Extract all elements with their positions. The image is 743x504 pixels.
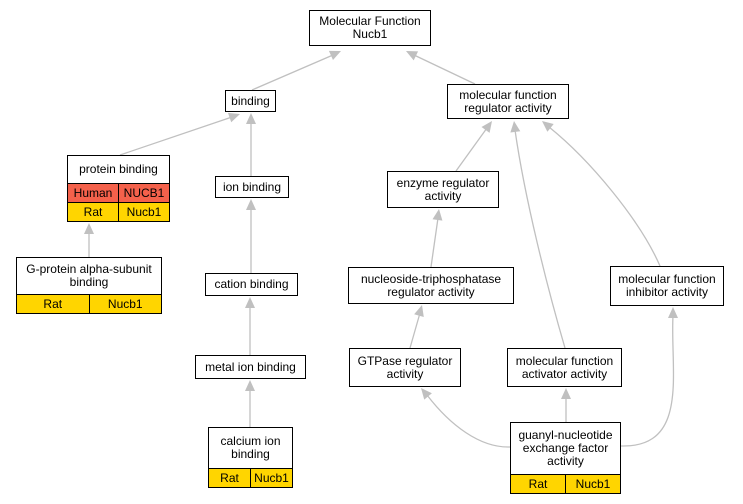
- gene-cell: Nucb1: [118, 203, 169, 221]
- arrowhead: [227, 112, 240, 123]
- gene-cell: Nucb1: [250, 469, 292, 487]
- gene-cell: Nucb1: [88, 295, 162, 313]
- species-cell: Rat: [528, 477, 548, 491]
- arrowhead: [414, 305, 424, 317]
- species-cell: Rat: [83, 205, 103, 219]
- arrowhead: [542, 121, 554, 132]
- edge-ion-binding-to-binding: [246, 113, 256, 176]
- arrowhead: [668, 307, 678, 318]
- edge-gnef-to-gtpase-regulator: [421, 388, 511, 448]
- node-label: binding: [231, 93, 270, 108]
- node-binding[interactable]: binding: [225, 90, 276, 112]
- annotation-row-rat: Rat Nucb1: [17, 294, 161, 313]
- edge-mf-regulator-to-root: [406, 51, 476, 85]
- arrowhead: [561, 388, 571, 399]
- edge-gnef-to-mf-activator: [561, 388, 571, 422]
- annotation-row-rat: Rat Nucb1: [511, 474, 620, 493]
- edge-mf-inhibitor-to-mf-regulator: [542, 121, 661, 267]
- arrowhead: [246, 199, 256, 210]
- arrowhead: [510, 121, 521, 133]
- arrowhead: [406, 51, 419, 61]
- arrowhead: [328, 50, 341, 61]
- gene-cell: Nucb1: [565, 475, 620, 493]
- arrowhead: [245, 297, 255, 308]
- node-label: cation binding: [214, 277, 289, 291]
- edge-enzyme-regulator-to-mf-regulator: [455, 121, 492, 172]
- edge-calcium-ion-binding-to-metal-ion-binding: [245, 380, 255, 427]
- arrowhead: [246, 113, 256, 124]
- species-cell: Rat: [220, 471, 239, 485]
- node-label: metal ion binding: [205, 359, 296, 374]
- edge-gprotein-binding-to-protein-binding: [84, 223, 94, 257]
- arrowhead: [421, 388, 432, 400]
- arrowhead: [245, 380, 255, 391]
- edge-binding-to-root: [251, 50, 341, 91]
- node-label: ion binding: [222, 179, 282, 194]
- node-metal-ion-binding[interactable]: metal ion binding: [195, 355, 306, 379]
- annotation-row-rat: Rat Nucb1: [68, 202, 169, 221]
- annotation-row-rat: Rat Nucb1: [209, 468, 292, 487]
- edge-cation-binding-to-ion-binding: [246, 199, 256, 273]
- gene-cell: NUCB1: [118, 184, 169, 202]
- edge-metal-ion-binding-to-cation-binding: [245, 297, 255, 355]
- annotation-row-human: Human NUCB1: [68, 183, 169, 202]
- species-cell: Human: [73, 186, 113, 200]
- edge-protein-binding-to-binding: [119, 112, 240, 156]
- arrowhead: [84, 223, 94, 234]
- species-cell: Rat: [43, 297, 63, 311]
- edge-mf-activator-to-mf-regulator: [510, 121, 566, 349]
- node-ion-binding[interactable]: ion binding: [215, 176, 289, 198]
- edge-gnef-to-mf-inhibitor: [620, 307, 678, 447]
- edge-gtpase-regulator-to-ntpase-regulator: [409, 305, 424, 349]
- arrowhead: [481, 121, 492, 133]
- arrowhead: [432, 209, 443, 221]
- edge-ntpase-regulator-to-enzyme-regulator: [430, 209, 443, 268]
- node-label: protein binding: [79, 162, 158, 176]
- node-cation-binding[interactable]: cation binding: [205, 273, 298, 296]
